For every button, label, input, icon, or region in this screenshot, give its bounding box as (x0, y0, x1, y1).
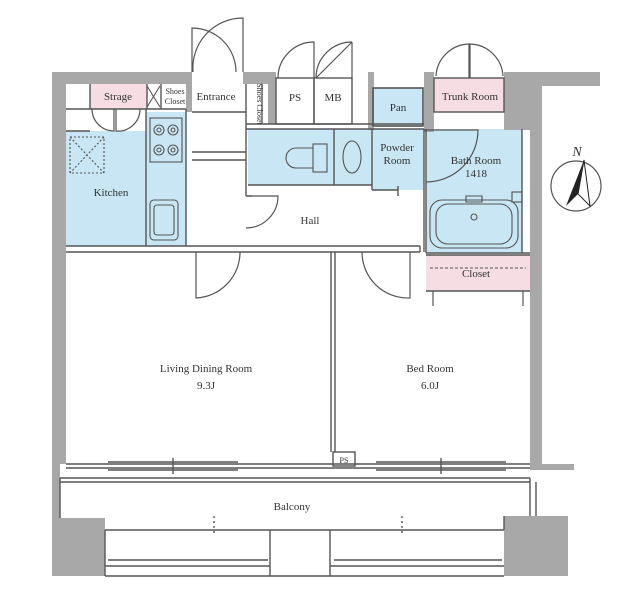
label-living-dining: Living Dining Room (160, 363, 253, 375)
bath-room-area (426, 129, 522, 253)
walls (52, 72, 600, 576)
label-kitchen: Kitchen (94, 187, 129, 199)
compass-needle-icon (566, 160, 584, 206)
bathtub (429, 195, 519, 249)
label-bath-size: 1418 (465, 168, 488, 180)
compass-circle (550, 160, 602, 212)
label-shoes-closet-2: Closet (165, 97, 186, 106)
toilet (285, 143, 328, 173)
label-hall: Hall (301, 215, 320, 227)
wet-areas (66, 88, 522, 253)
label-trunk-room: Trunk Room (442, 91, 499, 103)
kitchen-sink (149, 199, 179, 241)
label-bath-room: Bath Room (451, 155, 502, 167)
compass: N (550, 145, 602, 212)
stove (149, 117, 183, 163)
partition-lines (59, 77, 537, 577)
label-ps-bottom: PS (340, 456, 349, 465)
toilet-area (248, 129, 334, 185)
doors (91, 17, 524, 306)
label-closet: Closet (462, 268, 490, 280)
label-entrance: Entrance (196, 91, 235, 103)
label-bed-size: 6.0J (421, 380, 440, 392)
kitchen-area (66, 131, 146, 246)
counter-area (146, 112, 186, 246)
trunk-room-area (434, 78, 504, 112)
label-mb: MB (324, 92, 341, 104)
label-ps-top: PS (289, 92, 301, 104)
label-pan: Pan (390, 102, 407, 114)
pan-area (373, 88, 423, 126)
room-labels: Strage Shoes Closet Entrance Shoes Close… (94, 83, 502, 513)
wash-basin (342, 140, 362, 174)
label-strage: Strage (104, 91, 132, 103)
label-bed-room: Bed Room (406, 363, 454, 375)
powder-room-area (372, 129, 424, 190)
label-powder-room-2: Room (384, 155, 411, 167)
refrigerator (69, 136, 105, 174)
label-living-size: 9.3J (197, 380, 216, 392)
compass-label: N (571, 145, 582, 160)
strage-area (90, 84, 147, 109)
sink-area (334, 129, 372, 185)
label-balcony: Balcony (274, 501, 311, 513)
fixtures (69, 85, 526, 269)
label-shoes-closet-v: Shoes Closet (255, 83, 264, 125)
label-powder-room-1: Powder (380, 142, 414, 154)
label-shoes-closet-1: Shoes (165, 87, 184, 96)
storage-areas (90, 78, 530, 291)
closet-area (426, 255, 530, 291)
